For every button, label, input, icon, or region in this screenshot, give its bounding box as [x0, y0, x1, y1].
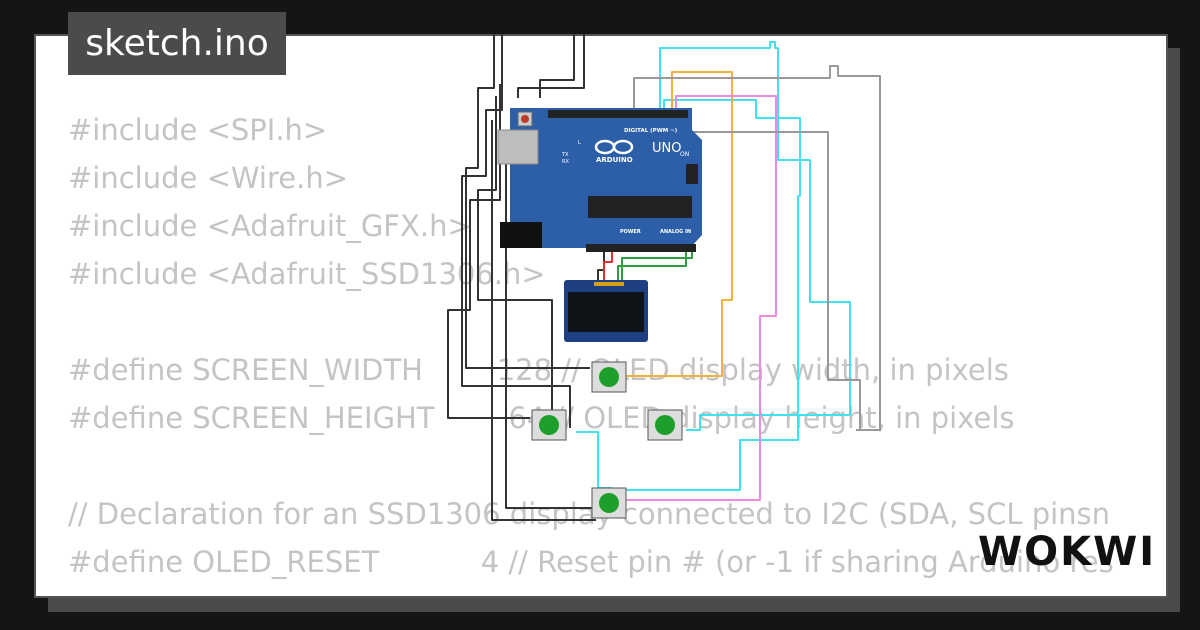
analog-label: ANALOG IN: [660, 229, 691, 235]
code-line: #include <Adafruit_GFX.h>: [68, 209, 472, 243]
power-label: POWER: [620, 229, 641, 235]
digital-header: [548, 110, 688, 118]
atmega-chip: [588, 196, 692, 218]
wire-orange: [626, 71, 733, 377]
on-label: ON: [680, 151, 689, 158]
reset-button-cap: [521, 115, 529, 123]
wokwi-logo: WOKWI: [978, 529, 1157, 575]
board-model: UNO: [652, 141, 681, 156]
tx-label: TX: [561, 152, 569, 158]
push-button-1[interactable]: [591, 361, 627, 393]
code-background: #include <SPI.h> #include <Wire.h> #includ…: [68, 106, 1114, 596]
power-analog-header: [586, 244, 696, 252]
oled-display[interactable]: [564, 280, 648, 342]
wire-black: [447, 34, 600, 521]
power-jack: [500, 222, 542, 248]
oled-screen: [568, 292, 644, 332]
file-title: sketch.ino: [68, 12, 286, 75]
push-button-4[interactable]: [591, 487, 627, 519]
wire-oled: [597, 252, 693, 282]
code-line: #define OLED_RESET 4 // Reset pin # (or …: [68, 545, 1114, 579]
l-label: L: [578, 140, 581, 146]
board-brand: ARDUINO: [596, 156, 633, 164]
wire-pink: [626, 95, 777, 501]
rx-label: RX: [562, 159, 569, 165]
push-button-2[interactable]: [531, 409, 567, 441]
usb-port: [497, 129, 539, 165]
oled-pins: [594, 282, 624, 286]
code-line: #include <Adafruit_SSD1306.h>: [68, 257, 546, 291]
button-cap: [539, 415, 559, 435]
code-line: #include <SPI.h>: [68, 113, 328, 147]
code-line: Adafruit_SSD1306 display(SCREEN_WIDTH, S…: [68, 586, 1114, 596]
code-line: #include <Wire.h>: [68, 161, 349, 195]
infinity-logo: [594, 139, 634, 155]
code-line: // Declaration for an SSD1306 display co…: [68, 497, 1111, 531]
arduino-uno-board[interactable]: UNO ARDUINO DIGITAL (PWM ~) POWER ANALOG…: [497, 108, 702, 252]
digital-label: DIGITAL (PWM ~): [624, 128, 678, 134]
push-button-3[interactable]: [647, 409, 683, 441]
button-cap: [655, 415, 675, 435]
icsp-header: [686, 164, 698, 184]
button-cap: [599, 367, 619, 387]
button-cap: [599, 493, 619, 513]
